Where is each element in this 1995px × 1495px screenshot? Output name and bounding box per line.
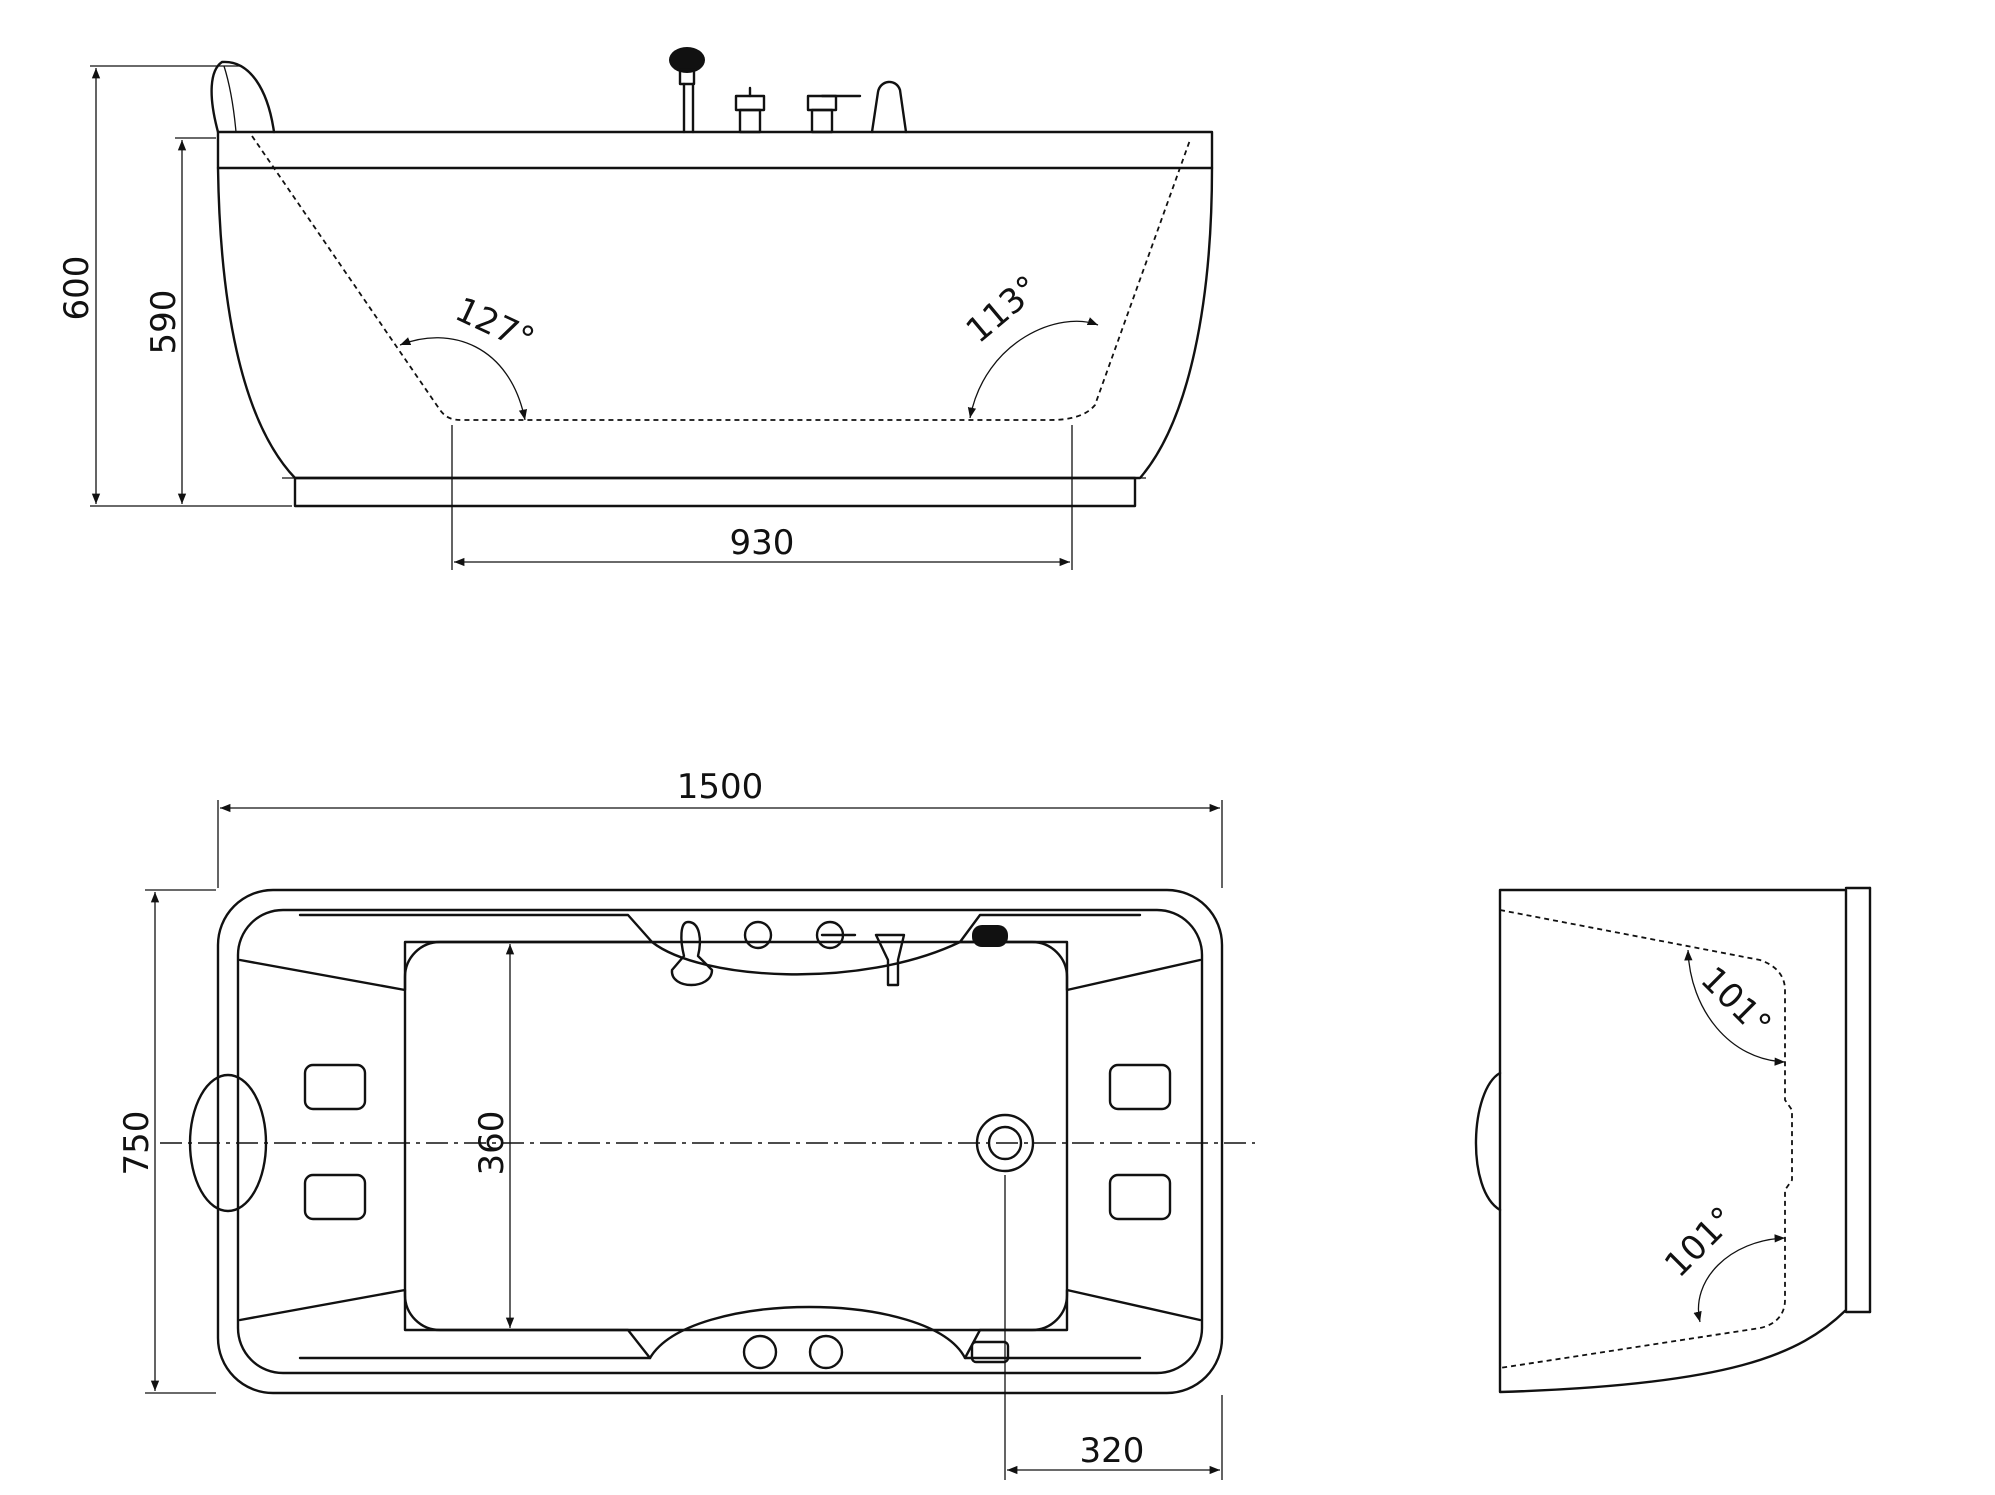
side-view [210, 47, 1214, 508]
end-view [1474, 886, 1872, 1394]
faucet-set [669, 47, 908, 134]
jet-bottom-right [1108, 1173, 1172, 1221]
jet-bottom-left [303, 1173, 367, 1221]
tub-rim [216, 130, 1214, 170]
jet-top-left [303, 1063, 367, 1111]
side-dimensions [90, 65, 1073, 570]
dim-seat-width: 360 [472, 1111, 512, 1176]
dim-bottom-length: 930 [730, 523, 795, 563]
top-dimensions [145, 800, 1223, 1480]
tub-inner-rim [236, 908, 1204, 1375]
dim-overall-length: 1500 [677, 767, 764, 807]
dim-overall-width: 750 [117, 1111, 157, 1176]
angle-side-right: 113° [959, 268, 1047, 351]
tub-basin [403, 940, 1069, 1332]
end-pillow [1474, 1071, 1502, 1212]
tub-outline [216, 888, 1224, 1395]
jet-top-right [1108, 1063, 1172, 1111]
inner-profile [251, 135, 1191, 421]
angle-end-bottom: 101° [1657, 1199, 1743, 1285]
top-view [160, 888, 1255, 1395]
end-body [1498, 888, 1848, 1394]
angle-end-top: 101° [1693, 959, 1779, 1045]
dim-overall-height: 600 [57, 256, 97, 321]
tub-base [293, 476, 1137, 508]
dim-inner-height: 590 [144, 290, 184, 355]
end-inner-profile [1499, 909, 1793, 1369]
angle-side-left: 127° [449, 290, 540, 361]
headrest [210, 60, 276, 134]
dim-drain-offset: 320 [1080, 1431, 1145, 1471]
